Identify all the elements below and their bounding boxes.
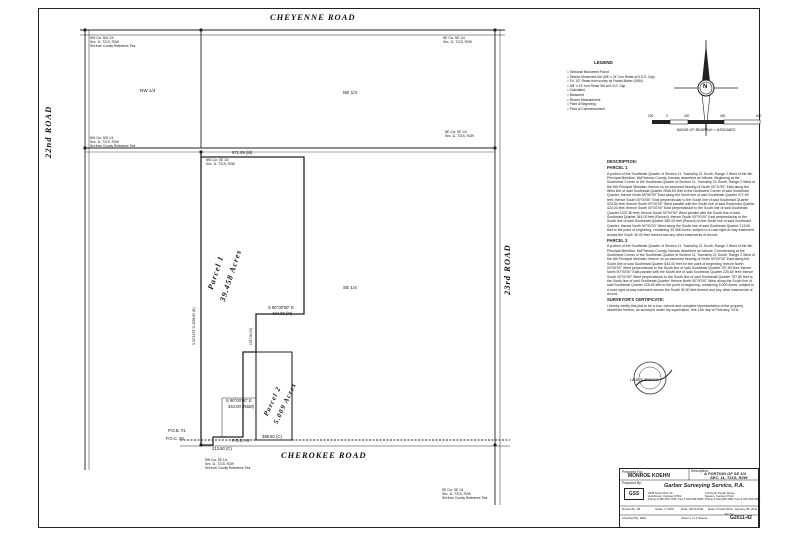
legend-item: = Record Measurement [567, 97, 601, 102]
tb-job-no: G2011-42 [730, 515, 752, 521]
dim-mid-vertical: 1337.80 (M) [249, 327, 253, 345]
point-pob2: P.O.B. #2 [232, 438, 250, 443]
road-label-cherokee: CHEROKEE ROAD [281, 450, 367, 460]
monument-ne [493, 28, 497, 32]
legend-item: = Sectional Monument Found [567, 70, 609, 74]
legend-title: LEGEND [594, 60, 613, 65]
road-label-cheyenne: CHEYENNE ROAD [270, 12, 356, 22]
corner-note-nw: NW Cor. NW 1/4 Sec. 11, T21S, R2W Set fr… [90, 36, 136, 48]
tb-office-1: 2908 North Plum St. Hutchinson, Kansas 6… [648, 491, 704, 502]
tb-company-logo: GSS [624, 488, 644, 500]
parcel1-heading: PARCEL 1 [607, 165, 628, 171]
description-block: DESCRIPTION: PARCEL 1 A portion of the S… [607, 158, 755, 312]
parcel-2-boundary [255, 351, 293, 441]
dim-parcel2-top: S 90°00'00" E [226, 398, 252, 403]
legend-item: = Fd. 1/2" Rebar from survey by Franks M… [567, 79, 643, 84]
description-title: DESCRIPTION: [607, 159, 638, 164]
seal-text: LAND SURVEYOR [630, 378, 659, 382]
tb-scale: Scale: 1"=200' [655, 507, 675, 511]
scale-bar [652, 119, 761, 125]
legend-item: = 5/8" x 24" Iron Rebar Set w/G.S.S. Cap [567, 83, 626, 88]
tb-description: A PORTION OF SE 1/4 [704, 471, 746, 476]
dim-east-line-len: 424.00 (M) [272, 311, 293, 316]
scale-tick-label: 200 [648, 114, 654, 118]
scale-tick-label: 600 [756, 114, 762, 118]
monument-e [493, 146, 497, 150]
tb-description-2: SEC. 11, T21S, R2W [710, 475, 748, 480]
quarter-label-nw: NW 1/4 [140, 88, 156, 93]
tb-drawn-by: Drawn By: JB [622, 507, 641, 511]
north-label: N [703, 84, 708, 90]
corner-note-ne: NE Cor. NE 1/4 Sec. 11, T21S, R2W [443, 36, 472, 44]
title-block-grid [619, 468, 759, 516]
quarter-label-se: SE 1/4 [343, 285, 357, 290]
corner-note-w: NW Cor. SW 1/4 Sec. 11, T21S, R2W Set fr… [90, 136, 136, 148]
tb-checked: Checked By: DEG [622, 516, 647, 520]
tb-prepared-for: MONROE KOEHN [628, 473, 670, 479]
scale-tick-label: 0 [666, 114, 668, 118]
monument-se [493, 443, 497, 447]
parcel2-heading: PARCEL 2 [607, 237, 628, 243]
dim-west-long: S 00°11'53" E 2058.89 (M) [192, 307, 196, 345]
legend-item: = Point of Beginning [567, 102, 596, 107]
certificate-text: I hereby certify this plat to be a true,… [607, 303, 744, 312]
dim-south-left: 213.60 (C) [212, 446, 232, 451]
quarter-label-ne: NE 1/4 [343, 90, 358, 95]
tb-company: Garber Surveying Service, P.A. [664, 483, 745, 489]
dim-top-span: 971.69 (M) [232, 150, 253, 155]
road-label-22nd: 22nd ROAD [43, 105, 53, 158]
tb-description-label: Description: [691, 469, 709, 473]
basis-of-bearing: BASIS OF BEARING = ASSUMED [677, 128, 736, 132]
monument-nw [83, 28, 87, 32]
parcel1-text: A portion of the Southeast Quarter of Se… [607, 171, 755, 237]
monument-n [199, 28, 203, 32]
legend-item: = Calculated [567, 88, 585, 93]
legend-item: = Measured [567, 93, 584, 97]
corner-note-e: NE Cor. SE 1/4 Sec. 11, T21S, R2W [445, 130, 474, 138]
monument-c [199, 150, 203, 154]
drawing-sheet-border [38, 8, 760, 528]
surveyor-seal [633, 361, 673, 395]
legend-item: = Point of Commencement [567, 106, 605, 111]
parcel2-text: A portion of the Southeast Quarter of Se… [607, 244, 755, 296]
corner-note-c: NW Cor. SE 1/4 Sec. 11, T21S, R2W [206, 158, 235, 166]
dim-south-right: 385.60 (C) [262, 434, 282, 439]
tb-job-label: Job No.: [724, 512, 736, 516]
dim-east-line: S 90°00'00" E [268, 305, 294, 310]
tb-office-2: 110 North Poplar Street Newton, Kansas 6… [705, 491, 761, 502]
corner-note-se: SE Cor. SE 1/4 Sec. 11, T21S, R2W Set fr… [442, 488, 488, 500]
corner-note-sw: SW Cor. SE 1/4 Sec. 11, T21S, R2W Set fr… [205, 458, 251, 470]
north-arrow [674, 40, 738, 136]
certificate-heading: SURVEYOR'S CERTIFICATE: [607, 297, 665, 303]
dim-parcel2-top-len: 344.00 (R&M) [228, 404, 255, 409]
tb-prepared-for-label: Prepared For: [622, 470, 643, 474]
monument-w [83, 146, 87, 150]
monument-sw [199, 443, 203, 447]
point-poc: P.O.C. #2 [166, 436, 184, 441]
tb-field-date: Date of Field Work: January 28, 2011 [708, 507, 758, 511]
legend-item: = Section Monument Set (5/8" x 24" Iron … [567, 74, 655, 79]
tb-company-label: Prepared By: [622, 481, 642, 485]
tb-sheet: Sheet 1 of 1 Sheets [681, 516, 708, 520]
parcel-1-boundary [200, 152, 305, 446]
point-pob1: P.O.B. #1 [168, 428, 186, 433]
tb-date: Date: 02/11/2011 [681, 507, 704, 511]
scale-tick-label: 200 [684, 114, 690, 118]
road-label-23rd: 23rd ROAD [502, 244, 512, 295]
scale-tick-label: 400 [720, 114, 726, 118]
